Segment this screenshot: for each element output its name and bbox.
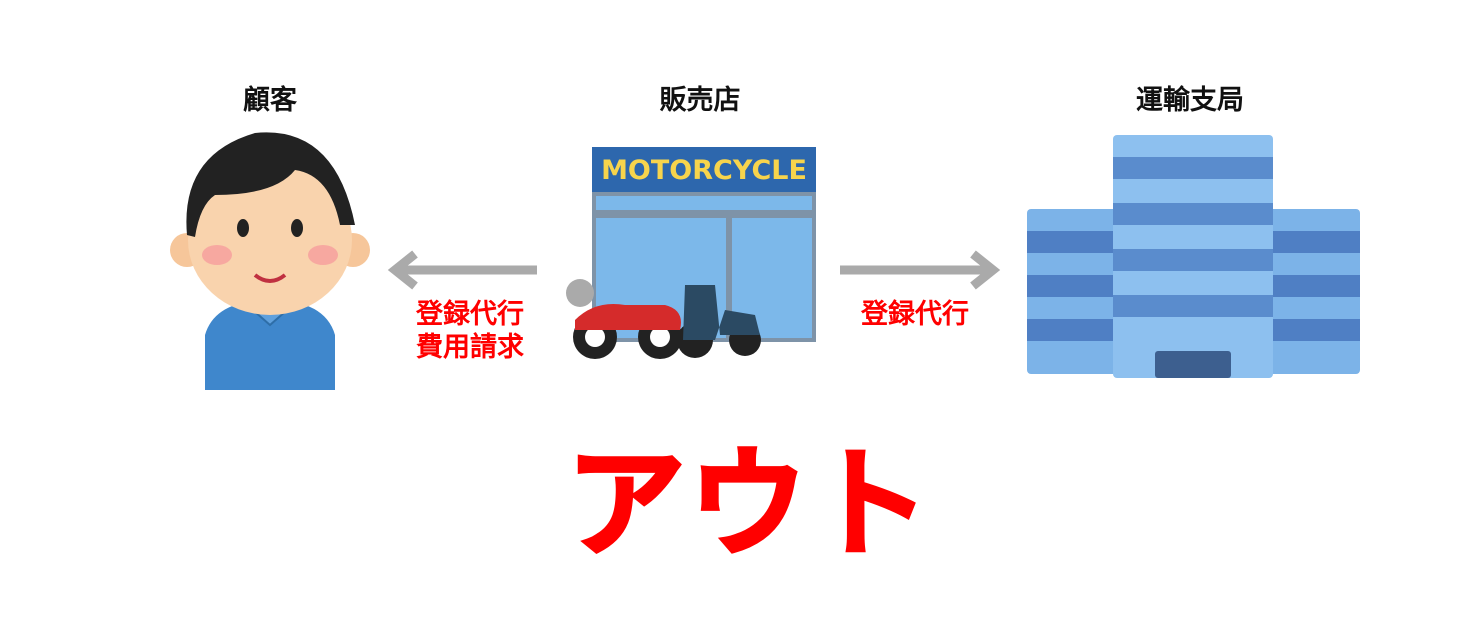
customer-illustration — [170, 132, 370, 390]
transport-bureau-label: 運輸支局 — [1136, 85, 1244, 116]
government-building-icon — [1027, 135, 1360, 378]
verdict-text: アウト — [565, 433, 933, 575]
left-arrow-label-2: 費用請求 — [416, 332, 524, 363]
motorcycles-icon — [566, 279, 761, 359]
arrow-right-icon — [840, 250, 1001, 290]
right-arrow-label: 登録代行 — [861, 299, 969, 330]
dealer-label: 販売店 — [659, 85, 741, 116]
store-sign: MOTORCYCLE — [601, 155, 807, 186]
left-arrow-label-1: 登録代行 — [416, 299, 524, 330]
customer-label: 顧客 — [243, 85, 297, 116]
arrow-left-icon — [387, 250, 537, 290]
